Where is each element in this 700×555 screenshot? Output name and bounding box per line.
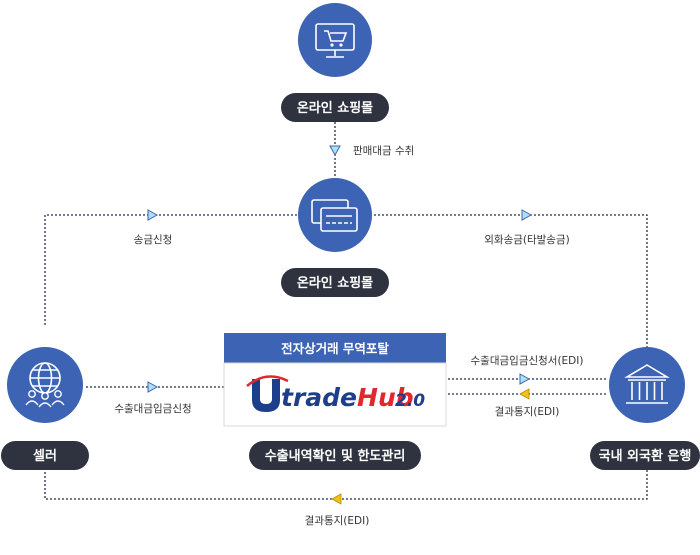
portal-body (223, 362, 447, 427)
portal-header (224, 333, 446, 363)
utradehub-logo: tradeHub 2.0 (246, 375, 425, 412)
node-label: 셀러 (33, 448, 57, 464)
portal-subtitle-pill (249, 441, 421, 470)
node-pill (590, 441, 700, 470)
node-pill (281, 268, 389, 297)
edge-label-result-notice: 결과통지(EDI) (305, 515, 370, 527)
bank-building-icon (624, 364, 670, 404)
node-label: 온라인 쇼핑몰 (297, 275, 373, 291)
logo-version: 2.0 (395, 391, 425, 411)
arrow-right (521, 209, 533, 221)
line-bank-to-seller (44, 470, 648, 500)
node-circle (7, 347, 83, 423)
node-seller: 셀러 (1, 347, 89, 470)
edge-labels: 판매대금 수취 송금신청 외화송금(타발송금) 수출대금입금신청 수출대금입금신… (114, 145, 583, 527)
arrow-down (329, 145, 341, 157)
portal-title: 전자상거래 무역포탈 (281, 341, 389, 356)
svg-text:tradeHub: tradeHub (281, 383, 414, 412)
node-pill (281, 93, 389, 122)
arrows (147, 145, 533, 505)
arrow-right (147, 381, 159, 393)
globe-people-icon (25, 362, 65, 408)
portal-subtitle: 수출내역확인 및 한도관리 (265, 448, 406, 464)
line-seller-to-shop (44, 214, 298, 325)
node-shop-top: 온라인 쇼핑몰 (281, 3, 389, 122)
edge-label-export-deposit-request: 수출대금입금신청 (114, 402, 191, 415)
edge-label-export-deposit-doc: 수출대금입금신청서(EDI) (471, 354, 584, 367)
node-label: 온라인 쇼핑몰 (297, 100, 373, 116)
payment-card-icon (311, 199, 358, 232)
logo-trade: trade (281, 383, 357, 412)
arrow-left (331, 493, 342, 505)
arrow-right (147, 209, 159, 221)
line-shop-to-bank (374, 214, 648, 347)
node-pill (1, 441, 89, 470)
edge-label-remit-request: 송금신청 (134, 234, 173, 246)
arrow-right (519, 373, 531, 385)
node-shop-mid: 온라인 쇼핑몰 (281, 178, 389, 297)
node-bank: 국내 외국환 은행 (590, 347, 700, 470)
edge-label-fx-remit: 외화송금(타발송금) (484, 234, 569, 246)
node-circle (298, 3, 372, 77)
portal-box: 전자상거래 무역포탈 tradeHub 2.0 수출내역확인 및 한도관리 (223, 333, 447, 470)
node-label: 국내 외국환 은행 (599, 448, 692, 464)
edge-label-result-notice: 결과통지(EDI) (495, 406, 560, 418)
logo-hub: Hub (357, 383, 414, 412)
edge-label-sales-receipt: 판매대금 수취 (353, 145, 414, 157)
shopping-cart-monitor-icon (315, 23, 355, 58)
arrow-left (519, 388, 530, 400)
